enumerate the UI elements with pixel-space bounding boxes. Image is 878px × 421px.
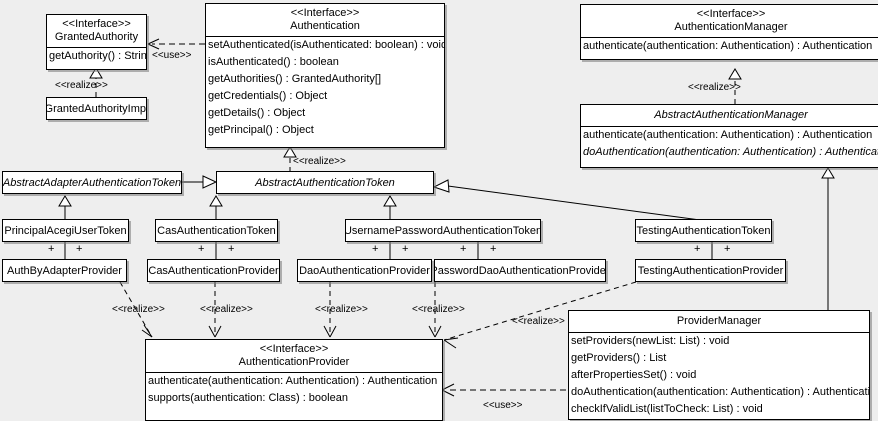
class-granted-authority[interactable]: <<Interface>> GrantedAuthority getAuthor… — [46, 14, 147, 70]
class-name-label: GrantedAuthority — [54, 31, 139, 43]
class-name-label: CasAuthenticationProvider — [148, 264, 279, 277]
class-header: <<Interface>> AuthenticationProvider — [146, 340, 442, 372]
class-header: AbstractAuthenticationManager — [581, 105, 878, 126]
class-name-label: AuthenticationManager — [674, 21, 788, 33]
class-cas-authentication-provider[interactable]: CasAuthenticationProvider — [147, 259, 280, 282]
class-name-label: CasAuthenticationToken — [157, 224, 276, 237]
class-cas-authentication-token[interactable]: CasAuthenticationToken — [155, 219, 278, 242]
class-provider-manager[interactable]: ProviderManager setProviders(newList: Li… — [568, 310, 870, 420]
operation-row: afterPropertiesSet() : void — [571, 369, 697, 381]
multiplicity-plus: + — [372, 243, 379, 255]
edge-label-realize-auth-by-adapter: <<realize>> — [112, 304, 165, 315]
class-testing-authentication-token[interactable]: TestingAuthenticationToken — [635, 219, 772, 242]
multiplicity-plus: + — [48, 243, 55, 255]
multiplicity-plus: + — [694, 243, 701, 255]
multiplicity-plus: + — [228, 243, 235, 255]
class-username-password-authentication-token[interactable]: UsernamePasswordAuthenticationToken — [345, 219, 541, 242]
operation-row: authenticate(authentication: Authenticat… — [148, 375, 438, 387]
edge-label-realize-password-dao-provider: <<realize>> — [412, 304, 465, 315]
multiplicity-plus: + — [402, 243, 409, 255]
operation-row: getProviders() : List — [571, 352, 667, 364]
edge-label-use-provider-manager: <<use>> — [483, 400, 523, 411]
class-authentication-manager[interactable]: <<Interface>> AuthenticationManager auth… — [580, 4, 878, 60]
class-abstract-authentication-manager[interactable]: AbstractAuthenticationManager authentica… — [580, 104, 878, 168]
edge-label-realize-token-authentication: <<realize>> — [293, 156, 346, 167]
operations-compartment: setAuthenticated(isAuthenticated: boolea… — [206, 37, 444, 139]
operation-row: isAuthenticated() : boolean — [208, 56, 339, 68]
compartment-divider — [47, 47, 146, 48]
class-abstract-authentication-token[interactable]: AbstractAuthenticationToken — [216, 171, 434, 194]
stereotype-label: <<Interface>> — [62, 18, 131, 30]
operation-row: checkIfValidList(listToCheck: List) : vo… — [571, 403, 763, 415]
class-header: <<Interface>> AuthenticationManager — [581, 5, 878, 37]
edge-label-use-authentication-granted: <<use>> — [152, 50, 192, 61]
class-auth-by-adapter-provider[interactable]: AuthByAdapterProvider — [2, 259, 127, 282]
operation-row: getAuthorities() : GrantedAuthority[] — [208, 73, 382, 85]
class-name-label: AbstractAuthenticationToken — [255, 176, 395, 189]
class-granted-authority-impl[interactable]: GrantedAuthorityImpl — [46, 97, 147, 120]
class-name-label: AuthByAdapterProvider — [7, 264, 122, 277]
class-header: ProviderManager — [569, 311, 869, 332]
operation-row: setAuthenticated(isAuthenticated: boolea… — [208, 39, 445, 51]
class-name-label: Authentication — [290, 20, 360, 32]
class-name-label: UsernamePasswordAuthenticationToken — [345, 224, 541, 237]
compartment-divider — [206, 36, 444, 37]
operation-row: doAuthentication(authentication: Authent… — [583, 146, 878, 158]
operation-row: setProviders(newList: List) : void — [571, 335, 730, 347]
edge-label-realize-abstract-manager: <<realize>> — [688, 82, 741, 93]
class-testing-authentication-provider[interactable]: TestingAuthenticationProvider — [635, 259, 786, 282]
operations-compartment: setProviders(newList: List) : void getPr… — [569, 333, 869, 418]
multiplicity-plus: + — [460, 243, 467, 255]
operation-row: getPrincipal() : Object — [208, 124, 314, 136]
operation-row: getCredentials() : Object — [208, 90, 328, 102]
compartment-divider — [581, 37, 878, 38]
compartment-divider — [581, 126, 878, 127]
multiplicity-plus: + — [76, 243, 83, 255]
class-name-label: AuthenticationProvider — [238, 356, 350, 368]
class-name-label: DaoAuthenticationProvider — [299, 264, 430, 277]
stereotype-label: <<Interface>> — [259, 343, 329, 355]
operations-compartment: getAuthority() : String — [47, 48, 146, 65]
operation-row: getAuthority() : String — [49, 50, 147, 62]
class-principal-acegi-user-token[interactable]: PrincipalAcegiUserToken — [2, 219, 129, 242]
class-name-label: PrincipalAcegiUserToken — [4, 224, 127, 237]
multiplicity-plus: + — [490, 243, 497, 255]
operations-compartment: authenticate(authentication: Authenticat… — [581, 127, 878, 161]
operation-row: getDetails() : Object — [208, 107, 306, 119]
class-name-label: TestingAuthenticationProvider — [637, 264, 784, 277]
multiplicity-plus: + — [724, 243, 731, 255]
edge-label-realize-testing-provider: <<realize>> — [512, 316, 565, 327]
class-authentication[interactable]: <<Interface>> Authentication setAuthenti… — [205, 3, 445, 148]
edge-label-realize-granted-impl: <<realize>> — [55, 80, 108, 91]
compartment-divider — [569, 332, 869, 333]
class-password-dao-authentication-provider[interactable]: PasswordDaoAuthenticationProvider — [434, 259, 606, 282]
class-header: <<Interface>> GrantedAuthority — [47, 15, 146, 47]
class-name-label: TestingAuthenticationToken — [636, 224, 771, 237]
operations-compartment: authenticate(authentication: Authenticat… — [581, 38, 878, 55]
operation-row: authenticate(authentication: Authenticat… — [583, 40, 873, 52]
class-name-label: PasswordDaoAuthenticationProvider — [434, 264, 606, 277]
compartment-divider — [146, 372, 442, 373]
class-abstract-adapter-authentication-token[interactable]: AbstractAdapterAuthenticationToken — [2, 171, 182, 194]
edge-label-realize-dao-provider: <<realize>> — [315, 304, 368, 315]
class-name-label: AbstractAdapterAuthenticationToken — [2, 176, 182, 189]
class-name-label: ProviderManager — [676, 315, 762, 327]
stereotype-label: <<Interface>> — [696, 8, 766, 20]
edge-label-realize-cas-provider: <<realize>> — [200, 304, 253, 315]
operation-row: authenticate(authentication: Authenticat… — [583, 129, 873, 141]
class-header: <<Interface>> Authentication — [206, 4, 444, 36]
class-name-label: GrantedAuthorityImpl — [46, 102, 147, 115]
operation-row: supports(authentication: Class) : boolea… — [148, 392, 348, 404]
class-authentication-provider[interactable]: <<Interface>> AuthenticationProvider aut… — [145, 339, 443, 421]
operation-row: doAuthentication(authentication: Authent… — [571, 386, 870, 398]
stereotype-label: <<Interface>> — [290, 7, 360, 19]
class-dao-authentication-provider[interactable]: DaoAuthenticationProvider — [297, 259, 432, 282]
class-name-label: AbstractAuthenticationManager — [654, 109, 808, 121]
multiplicity-plus: + — [198, 243, 205, 255]
operations-compartment: authenticate(authentication: Authenticat… — [146, 373, 442, 407]
